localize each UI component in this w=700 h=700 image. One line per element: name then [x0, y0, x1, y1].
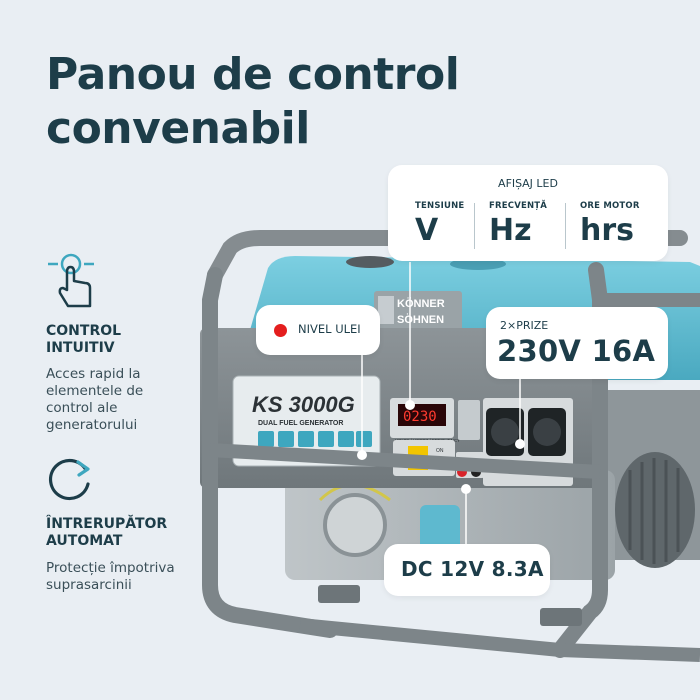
frame-front-right — [552, 262, 608, 658]
feature-1-title-line-2: INTUITIV — [46, 340, 115, 356]
led-display-title: AFIȘAJ LED — [498, 177, 558, 190]
led-col-frequency: FRECVENȚĂ Hz — [489, 201, 547, 253]
oil-level-callout: NIVEL ULEI — [256, 305, 380, 355]
touch-tap-icon — [48, 253, 94, 308]
frame-front-left — [202, 267, 338, 638]
feature-1-title-line-1: CONTROL — [46, 323, 122, 339]
led-col-hours-value: hrs — [580, 213, 635, 248]
feature-2-title: ÎNTRERUPĂTOR AUTOMAT — [46, 516, 167, 550]
led-display-callout: AFIȘAJ LED TENSIUNE V FRECVENȚĂ Hz ORE M… — [388, 165, 668, 261]
model-subtitle: DUAL FUEL GENERATOR — [258, 420, 343, 427]
feature-2-desc: Protecție împotriva suprasarcinii — [46, 560, 175, 593]
page-title-line-2: convenabil — [46, 103, 310, 154]
model-name: KS 3000G — [252, 392, 355, 417]
oil-level-label: NIVEL ULEI — [298, 322, 361, 336]
led-col-voltage-label: TENSIUNE — [415, 201, 465, 211]
engine-pulley — [323, 493, 387, 557]
brand-logo — [378, 296, 394, 324]
frame-back-tube — [207, 230, 688, 283]
switch-on-label: ON — [436, 448, 444, 454]
oil-pointer-dot — [357, 450, 367, 460]
refresh-cycle-icon — [48, 458, 90, 501]
frame-mid — [209, 443, 601, 479]
breaker — [458, 400, 480, 440]
foot-left — [318, 585, 360, 603]
panel-icons — [258, 431, 372, 447]
led-col-voltage-value: V — [415, 213, 439, 248]
led-col-hours: ORE MOTOR hrs — [580, 201, 640, 253]
page-title-line-1: Panou de control — [46, 49, 460, 100]
page-title: Panou de control convenabil — [46, 48, 460, 156]
led-separator-2 — [565, 203, 566, 249]
led-col-frequency-label: FRECVENȚĂ — [489, 201, 548, 211]
frame-bottom — [299, 618, 700, 662]
dc-output-label: DC 12V 8.3A — [401, 557, 544, 581]
brand-line-1: KÖNNER — [397, 297, 445, 310]
led-meter-readout: 0230 — [403, 409, 437, 425]
socket-pointer-dot — [515, 439, 525, 449]
feature-2-title-line-2: AUTOMAT — [46, 533, 123, 549]
led-col-frequency-value: Hz — [489, 213, 532, 248]
sockets-count-label: 2×PRIZE — [500, 319, 549, 332]
feature-1-title: CONTROL INTUITIV — [46, 323, 121, 357]
brand-line-2: SÖHNEN — [397, 313, 444, 326]
oil-indicator-dot — [274, 324, 287, 337]
sockets-rating: 230V 16A — [497, 334, 656, 368]
foot-right — [540, 608, 582, 626]
dc-pointer-dot — [461, 484, 471, 494]
tank-cap-2 — [450, 258, 506, 270]
led-col-hours-label: ORE MOTOR — [580, 201, 640, 211]
tank-cap — [346, 256, 394, 268]
led-separator-1 — [474, 203, 475, 249]
brand-plate — [374, 291, 462, 331]
sockets-callout: 2×PRIZE 230V 16A — [486, 307, 668, 379]
feature-2-title-line-1: ÎNTRERUPĂTOR — [46, 516, 168, 532]
feature-1-desc: Acces rapid la elementele de control ale… — [46, 366, 144, 433]
led-col-voltage: TENSIUNE V — [415, 201, 464, 253]
dc-output-callout: DC 12V 8.3A — [384, 544, 550, 596]
led-pointer-dot — [405, 400, 415, 410]
